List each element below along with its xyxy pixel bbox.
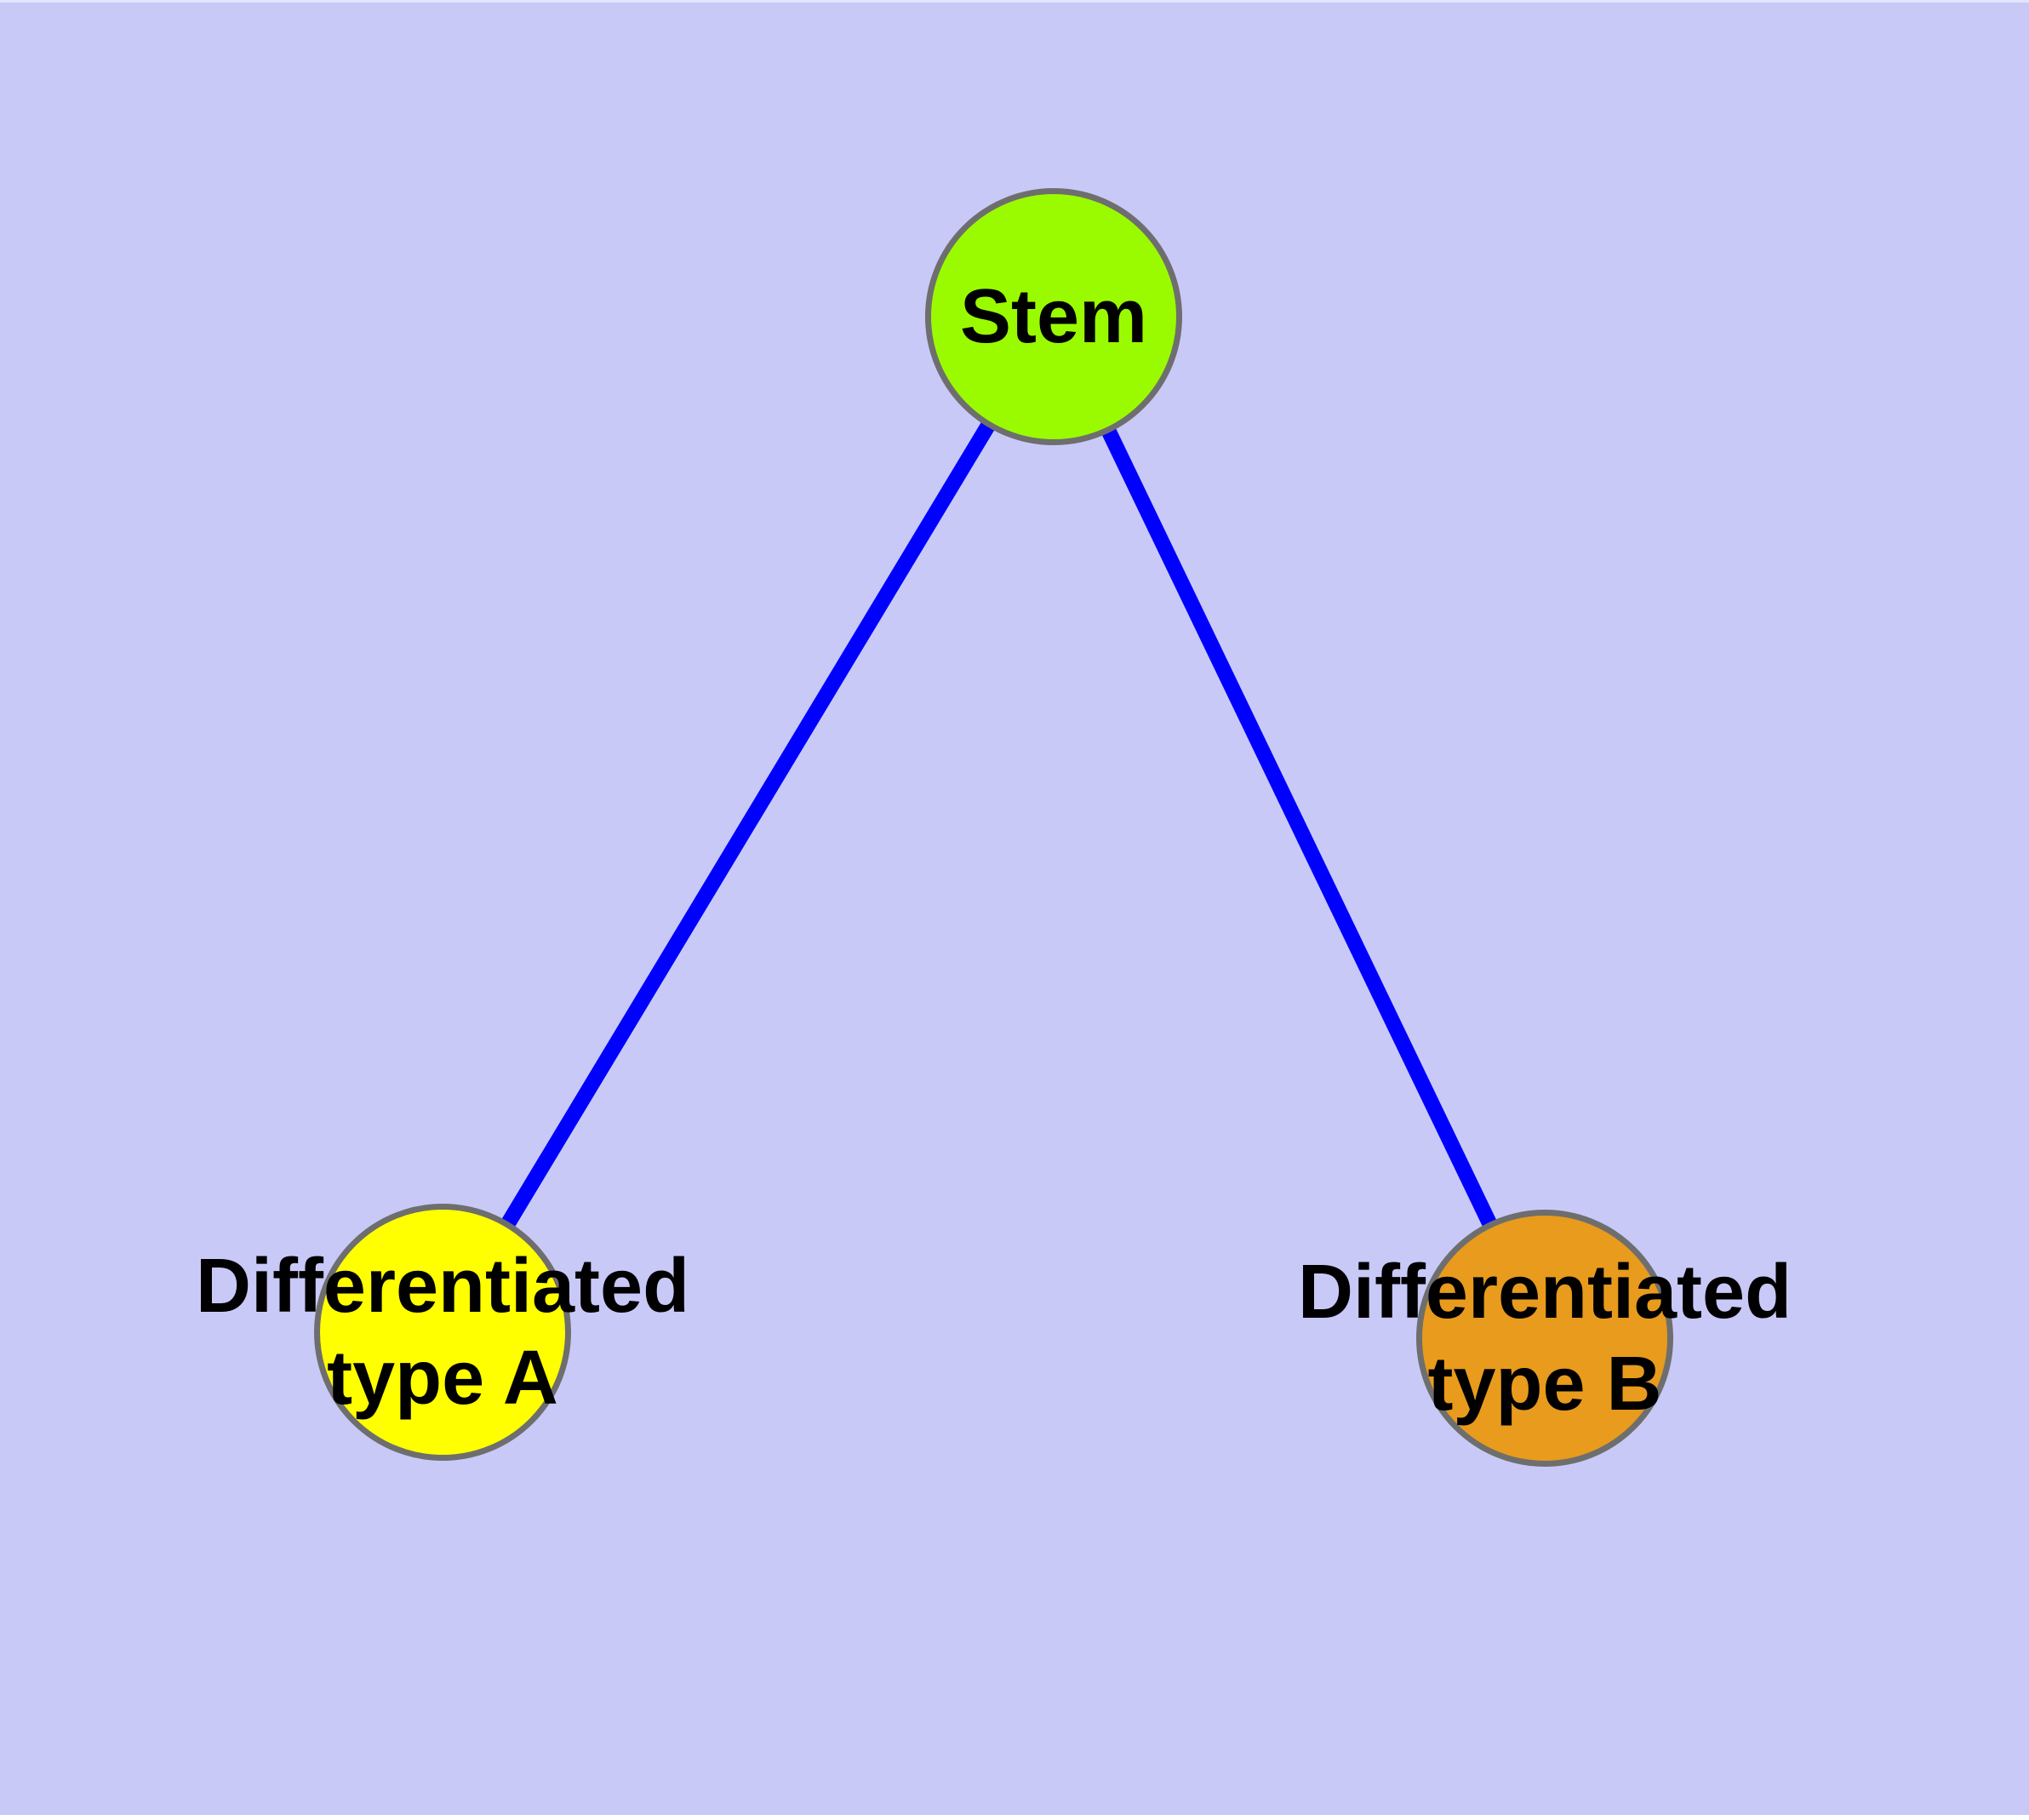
- top-edge-highlight: [0, 0, 2029, 3]
- node-stem: Stem: [925, 188, 1182, 445]
- bottom-page-margin: [0, 1815, 2029, 1820]
- edge-stem-to-type-a: [436, 312, 1060, 1336]
- node-type-b-label-line2: type B: [1427, 1342, 1662, 1427]
- node-differentiated-type-b: Differentiated type B: [1298, 1210, 1792, 1467]
- node-differentiated-type-b-label: Differentiated type B: [1298, 1246, 1792, 1430]
- node-differentiated-type-a: Differentiated type A: [196, 1204, 689, 1461]
- node-type-a-label-line1: Differentiated: [195, 1244, 690, 1329]
- node-differentiated-type-a-label: Differentiated type A: [196, 1240, 689, 1424]
- node-type-a-label-line2: type A: [327, 1336, 558, 1421]
- node-type-b-label-line1: Differentiated: [1297, 1250, 1792, 1335]
- node-stem-label-text: Stem: [959, 274, 1148, 359]
- node-stem-label: Stem: [960, 271, 1147, 363]
- edge-stem-to-type-b: [1046, 313, 1552, 1342]
